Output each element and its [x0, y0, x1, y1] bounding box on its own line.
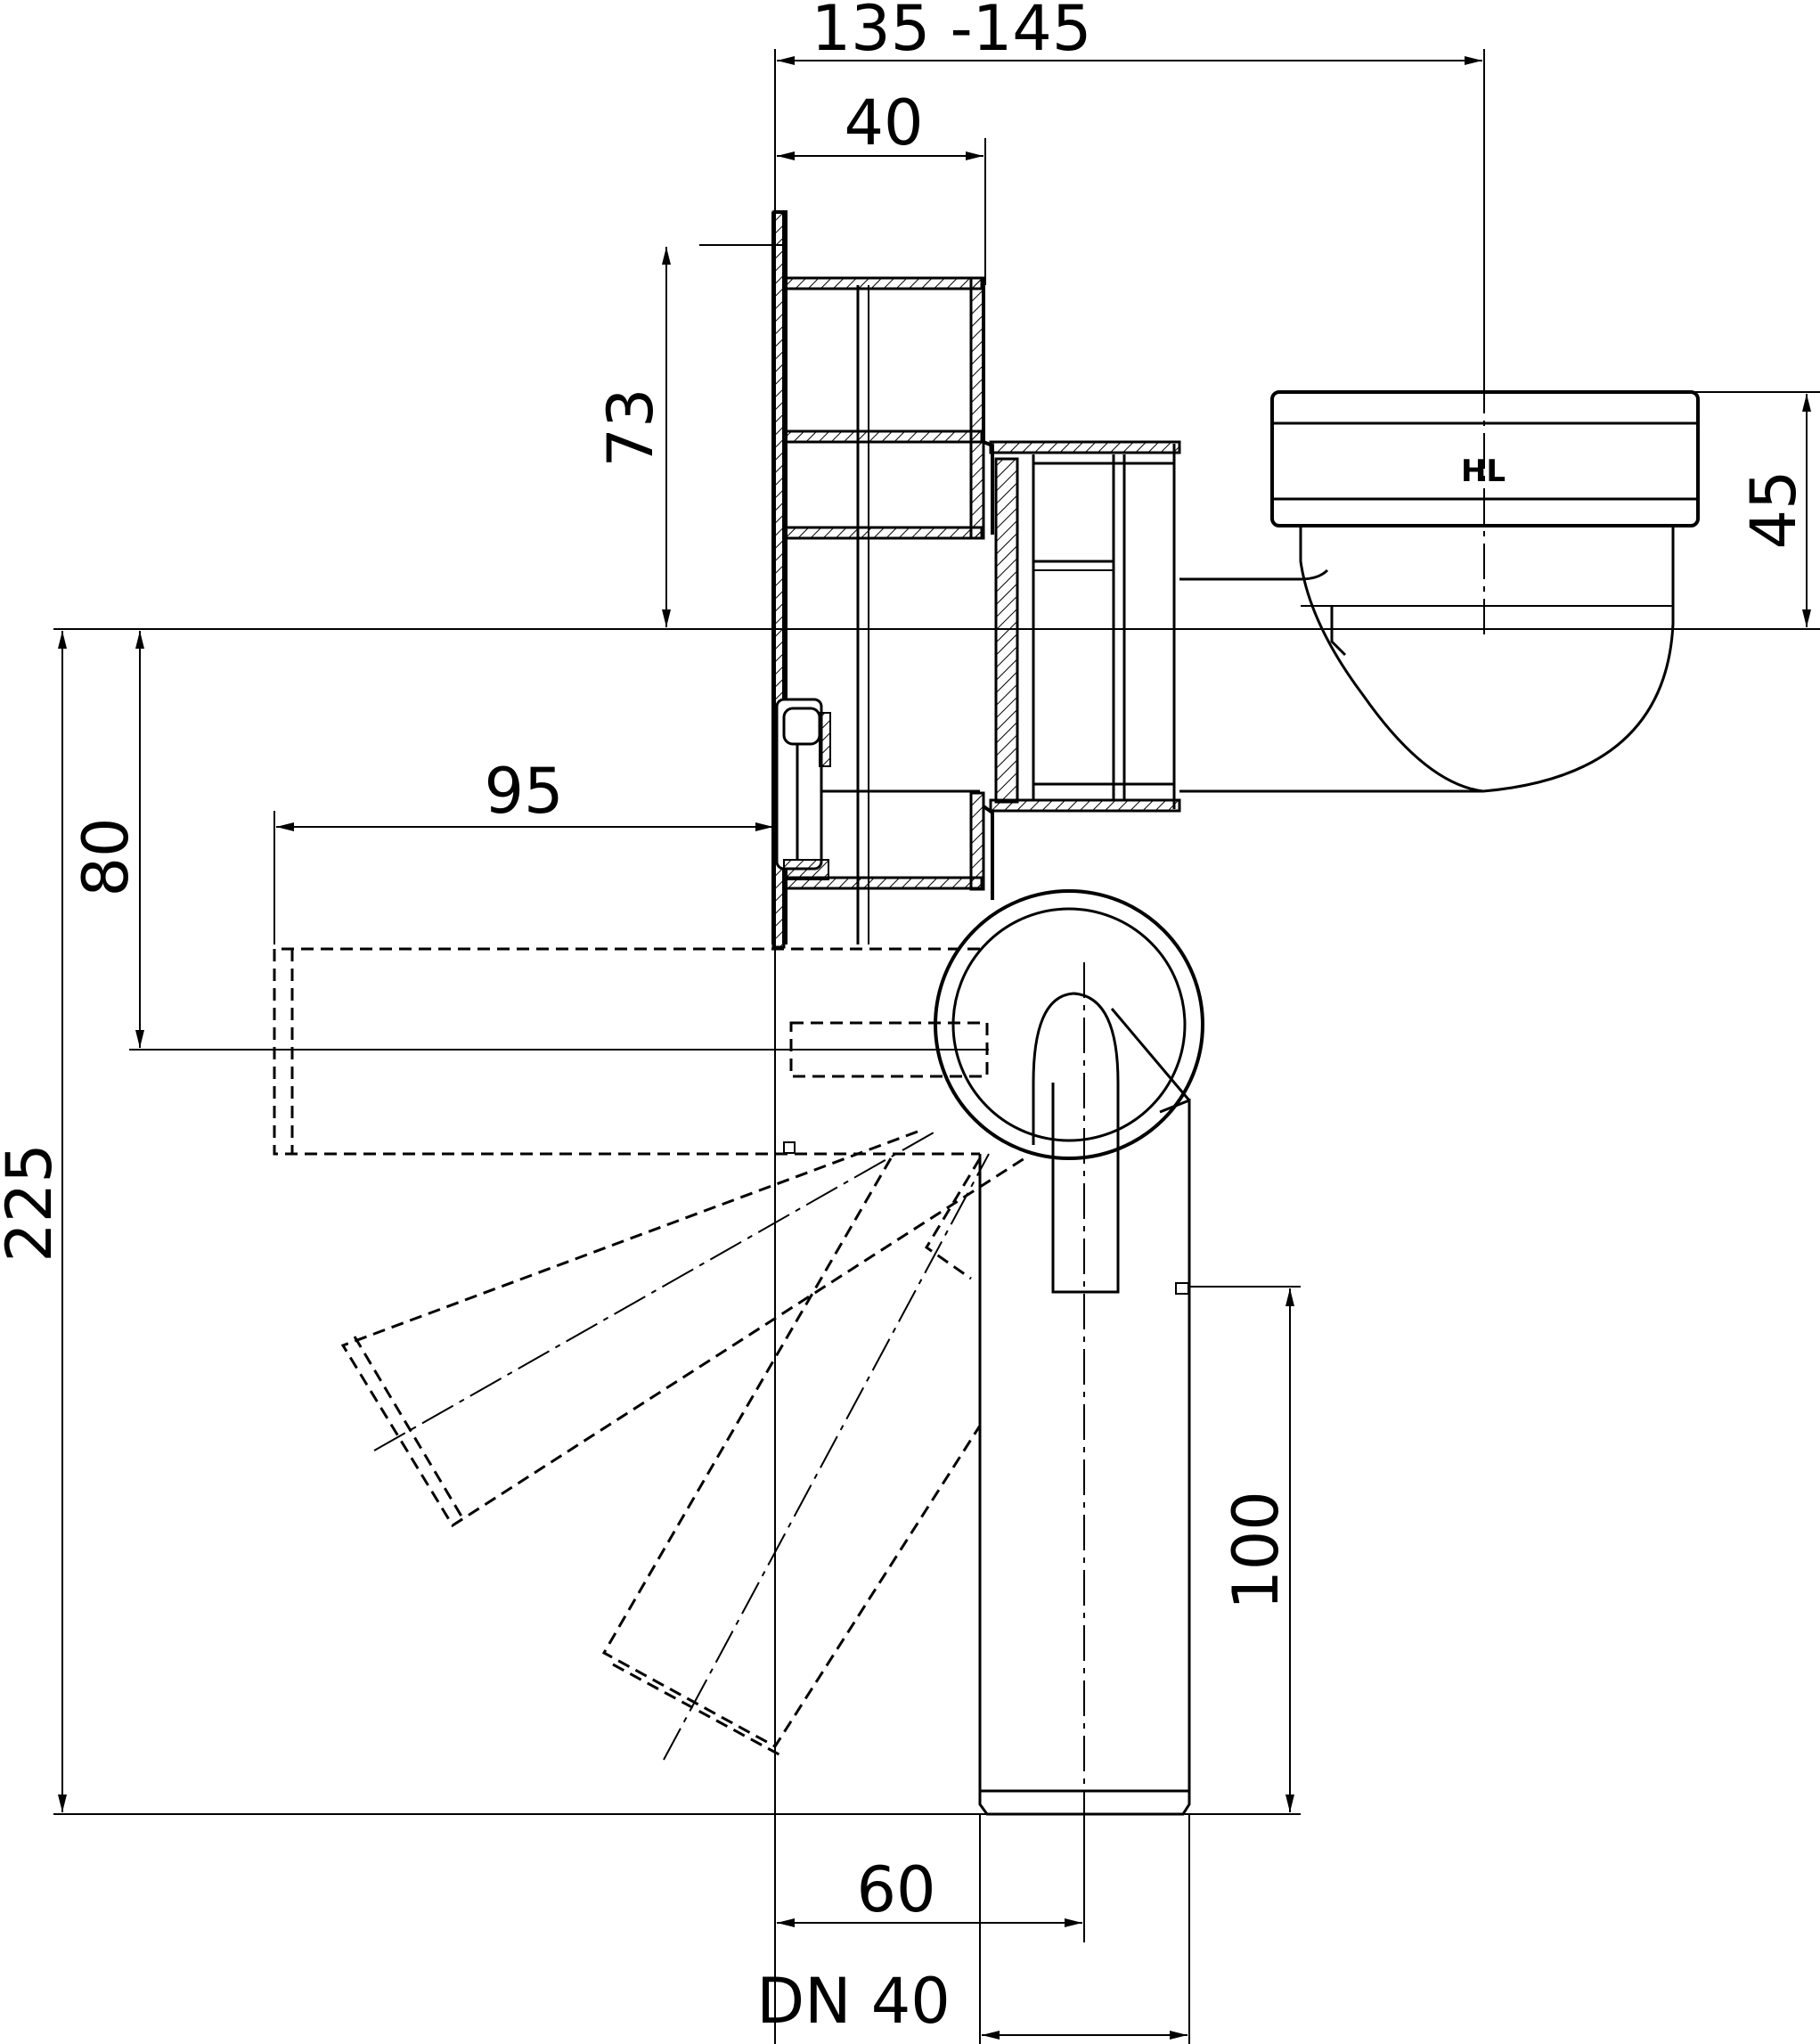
- dim-flange-depth: 40: [844, 86, 923, 159]
- dim-flange-height: 73: [594, 388, 667, 467]
- tail-pipe: [934, 889, 1204, 1836]
- dim-nominal-diameter: DN 40: [756, 1965, 951, 2038]
- wall-flange: [771, 210, 994, 949]
- dim-top-width: 135 -145: [812, 0, 1092, 65]
- dim-tail-length: 100: [1220, 1491, 1293, 1610]
- alternate-positions: [241, 947, 1025, 1761]
- dim-tail-offset: 60: [856, 1853, 935, 1926]
- dim-outlet-height: 80: [69, 817, 143, 896]
- dim-outlet-offset: 95: [484, 755, 563, 828]
- trap-body: HL: [1179, 267, 1700, 793]
- dimension-lines: [58, 56, 1811, 2040]
- connection-pipe: [989, 440, 1181, 813]
- dim-cap-height: 45: [1737, 470, 1810, 549]
- dim-total-height: 225: [0, 1143, 66, 1263]
